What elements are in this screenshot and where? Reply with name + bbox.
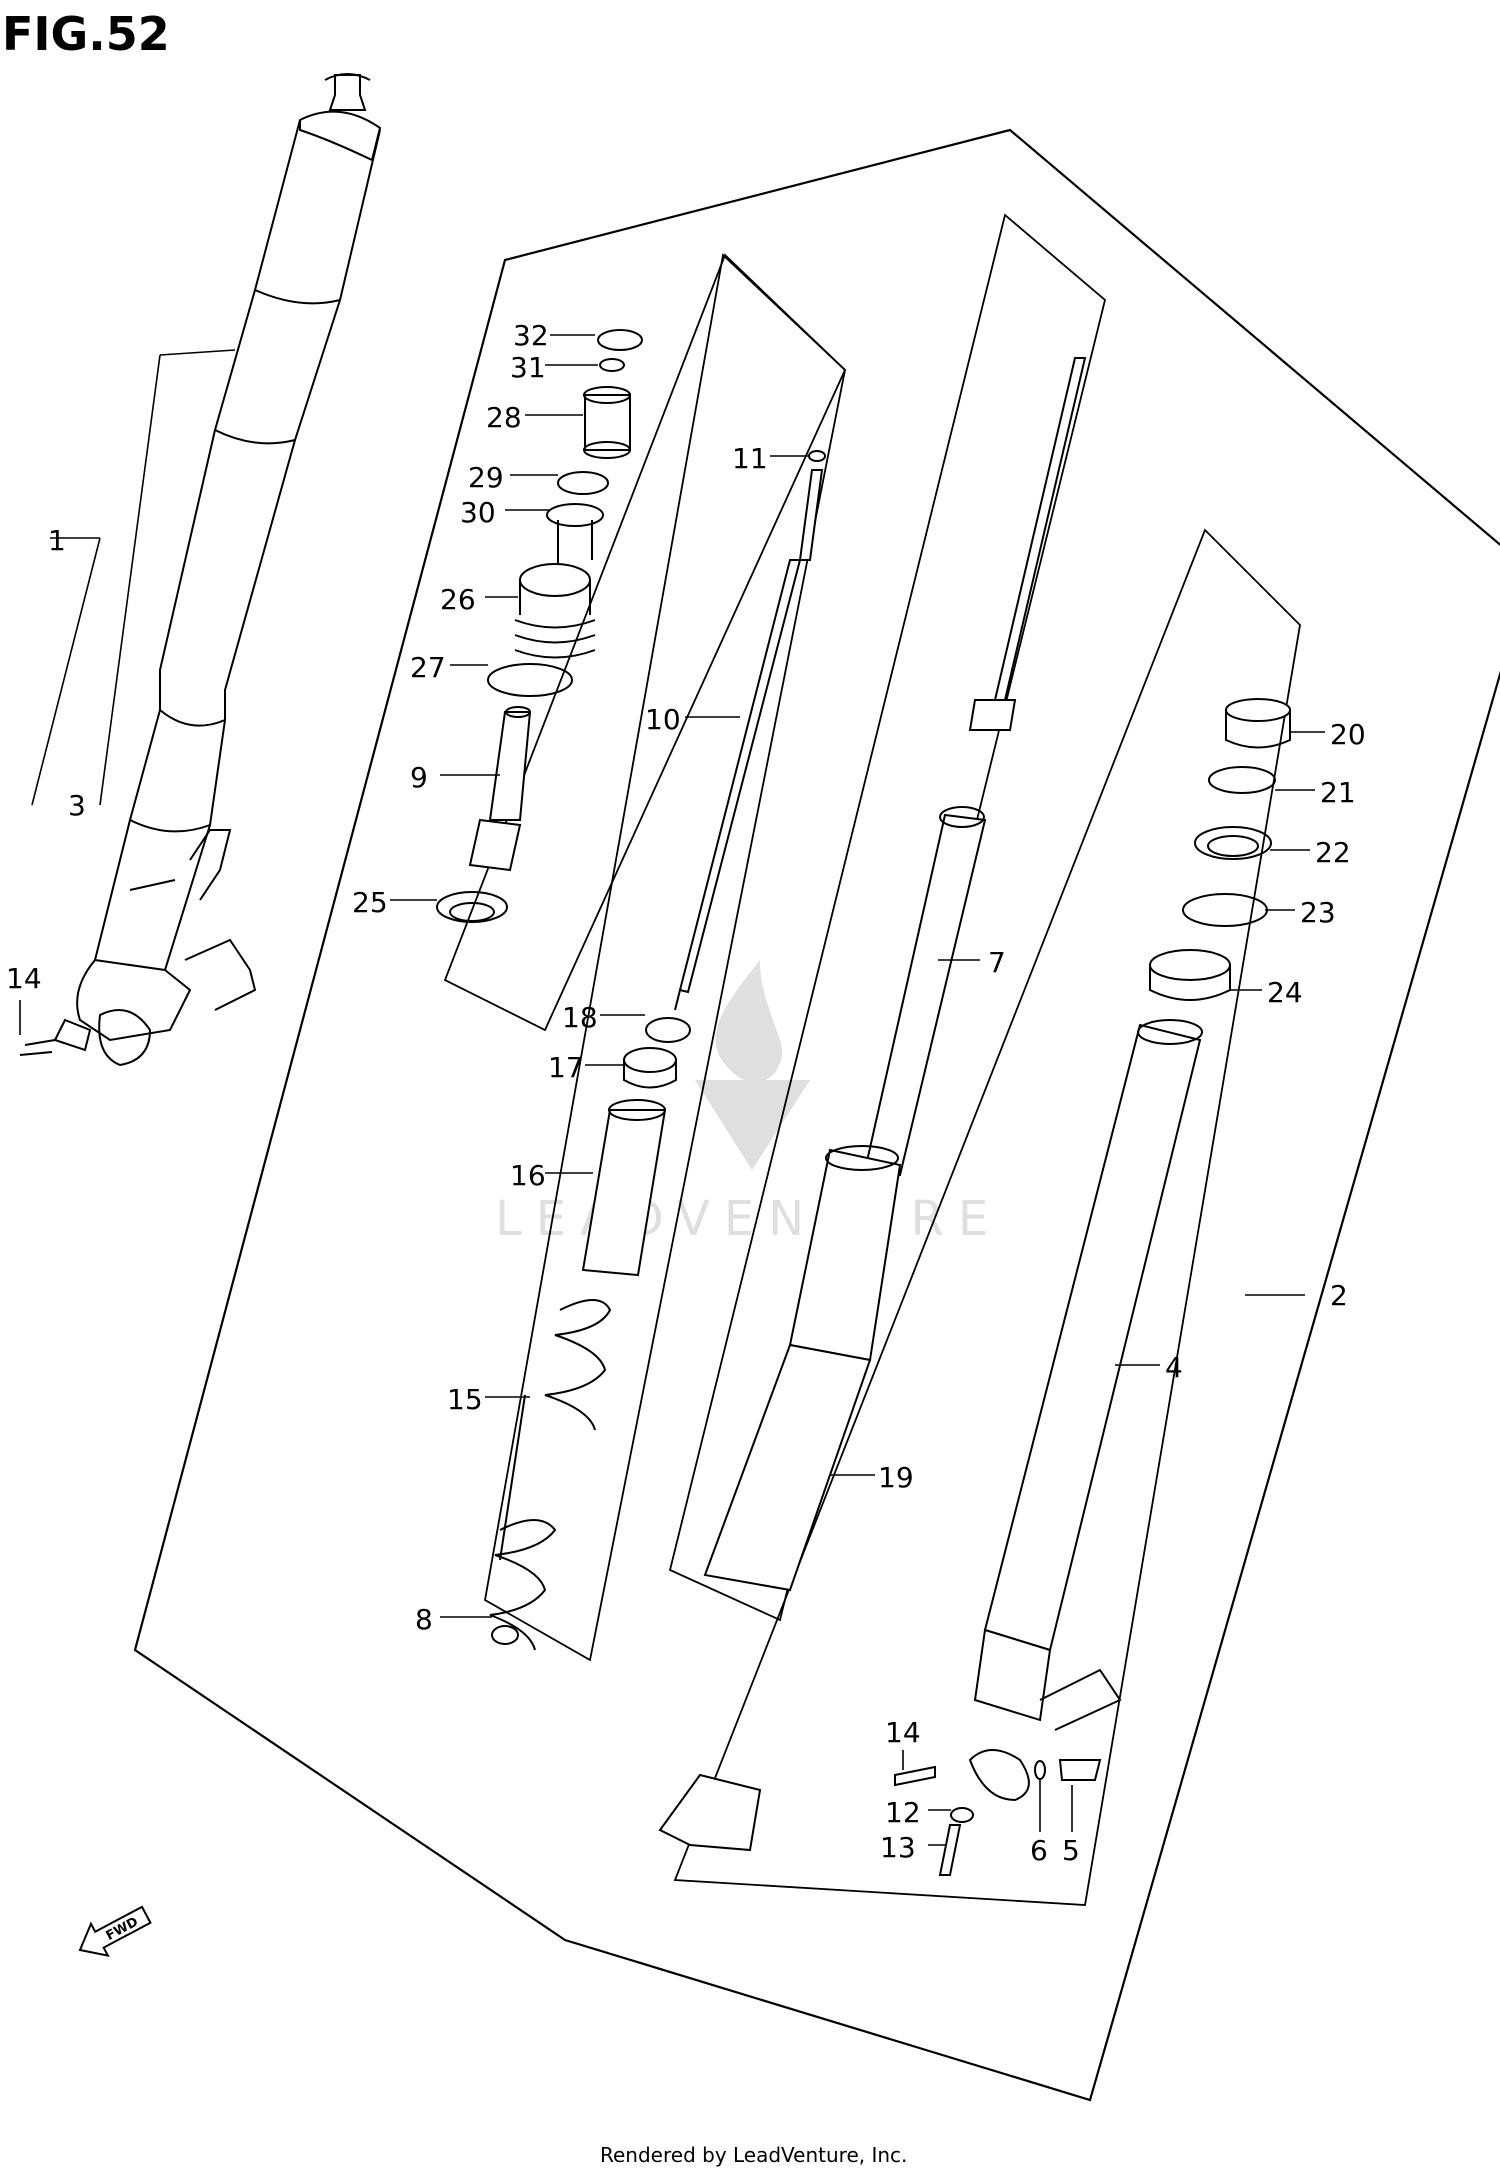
callout-13: 13: [880, 1831, 916, 1864]
callout-5: 5: [1062, 1834, 1080, 1867]
callout-32: 32: [513, 319, 549, 352]
outer-tube-group-frame: [673, 528, 1301, 1906]
callouts: 1 3 14 32 31 28 29 30 26 27 9 25 11 10 1…: [6, 319, 1366, 1867]
callout-29: 29: [468, 461, 504, 494]
part-11-nut: [808, 450, 826, 462]
part-20-bushing: [1225, 698, 1291, 749]
callout-12: 12: [885, 1796, 921, 1829]
callout-22: 22: [1315, 836, 1351, 869]
part-4-outer-tube: [968, 1019, 1203, 1802]
callout-11: 11: [732, 442, 768, 475]
callout-1: 1: [48, 524, 66, 557]
callout-20: 20: [1330, 718, 1366, 751]
part-12-washer: [950, 1807, 974, 1823]
callout-7: 7: [988, 946, 1006, 979]
callout-24: 24: [1267, 976, 1303, 1009]
part-5-bleeder: [1058, 1759, 1102, 1781]
part-13-bolt: [938, 1824, 962, 1876]
callout-2: 2: [1330, 1279, 1348, 1312]
part-17-seal: [623, 1047, 677, 1089]
callout-15: 15: [447, 1383, 483, 1416]
part-22-washer: [1194, 826, 1272, 860]
damper-group-frame: [443, 253, 847, 1032]
assembled-fork: [19, 73, 382, 1067]
callout-25: 25: [352, 886, 388, 919]
cartridge-group-frame: [484, 253, 846, 1662]
part-32-washer: [597, 329, 643, 351]
callout-18: 18: [562, 1001, 598, 1034]
part-19-inner-tube: [658, 1145, 902, 1852]
callout-14-left: 14: [6, 962, 42, 995]
callout-17: 17: [548, 1051, 584, 1084]
watermark-text: LEADVENTURE: [495, 1191, 1002, 1247]
cylinder-group-frame: [668, 213, 1107, 1622]
callout-4: 4: [1165, 1351, 1183, 1384]
part-6-washer: [1034, 1760, 1046, 1780]
callout-16: 16: [510, 1159, 546, 1192]
part-26-cap-bolt: [514, 563, 596, 659]
callout-31: 31: [510, 351, 546, 384]
callout-3: 3: [68, 789, 86, 822]
callout-23: 23: [1300, 896, 1336, 929]
callout-28: 28: [486, 401, 522, 434]
part-16-spacer-tube: [581, 1099, 667, 1277]
callout-26: 26: [440, 583, 476, 616]
callout-21: 21: [1320, 776, 1356, 809]
part-25-washer: [436, 891, 508, 923]
figure-title: FIG.52: [2, 7, 170, 61]
callout-19: 19: [878, 1461, 914, 1494]
callout-9: 9: [410, 761, 428, 794]
part-28-nut: [583, 386, 631, 459]
part-18-ring: [645, 1017, 691, 1043]
part-29-o-ring: [557, 471, 609, 495]
part-27-o-ring: [487, 663, 573, 697]
part-10-damper-rod: [674, 469, 824, 1011]
part-30-collar: [546, 503, 604, 565]
part-7-cylinder: [863, 357, 1087, 1181]
part-15-spring: [489, 1299, 612, 1651]
part-24-seal: [1149, 949, 1231, 1001]
part-21-bushing: [1208, 766, 1276, 794]
watermark: LEADVENTURE: [495, 960, 1002, 1247]
part-31-ring: [599, 358, 625, 372]
part-8-nut: [491, 1625, 519, 1645]
outer-assembly-frame: [133, 128, 1500, 2102]
callout-27: 27: [410, 651, 446, 684]
callout-14-right: 14: [885, 1716, 921, 1749]
part-23-clip: [1182, 893, 1268, 927]
part-9-rod: [468, 706, 532, 872]
callout-30: 30: [460, 496, 496, 529]
callout-6: 6: [1030, 1834, 1048, 1867]
callout-10: 10: [645, 703, 681, 736]
footer-credit: Rendered by LeadVenture, Inc.: [600, 2143, 907, 2167]
callout-8: 8: [415, 1603, 433, 1636]
fwd-arrow-icon: FWD: [78, 1905, 152, 1957]
part-14-bolt-right: [894, 1765, 936, 1787]
leader-lines: [19, 334, 1325, 1846]
